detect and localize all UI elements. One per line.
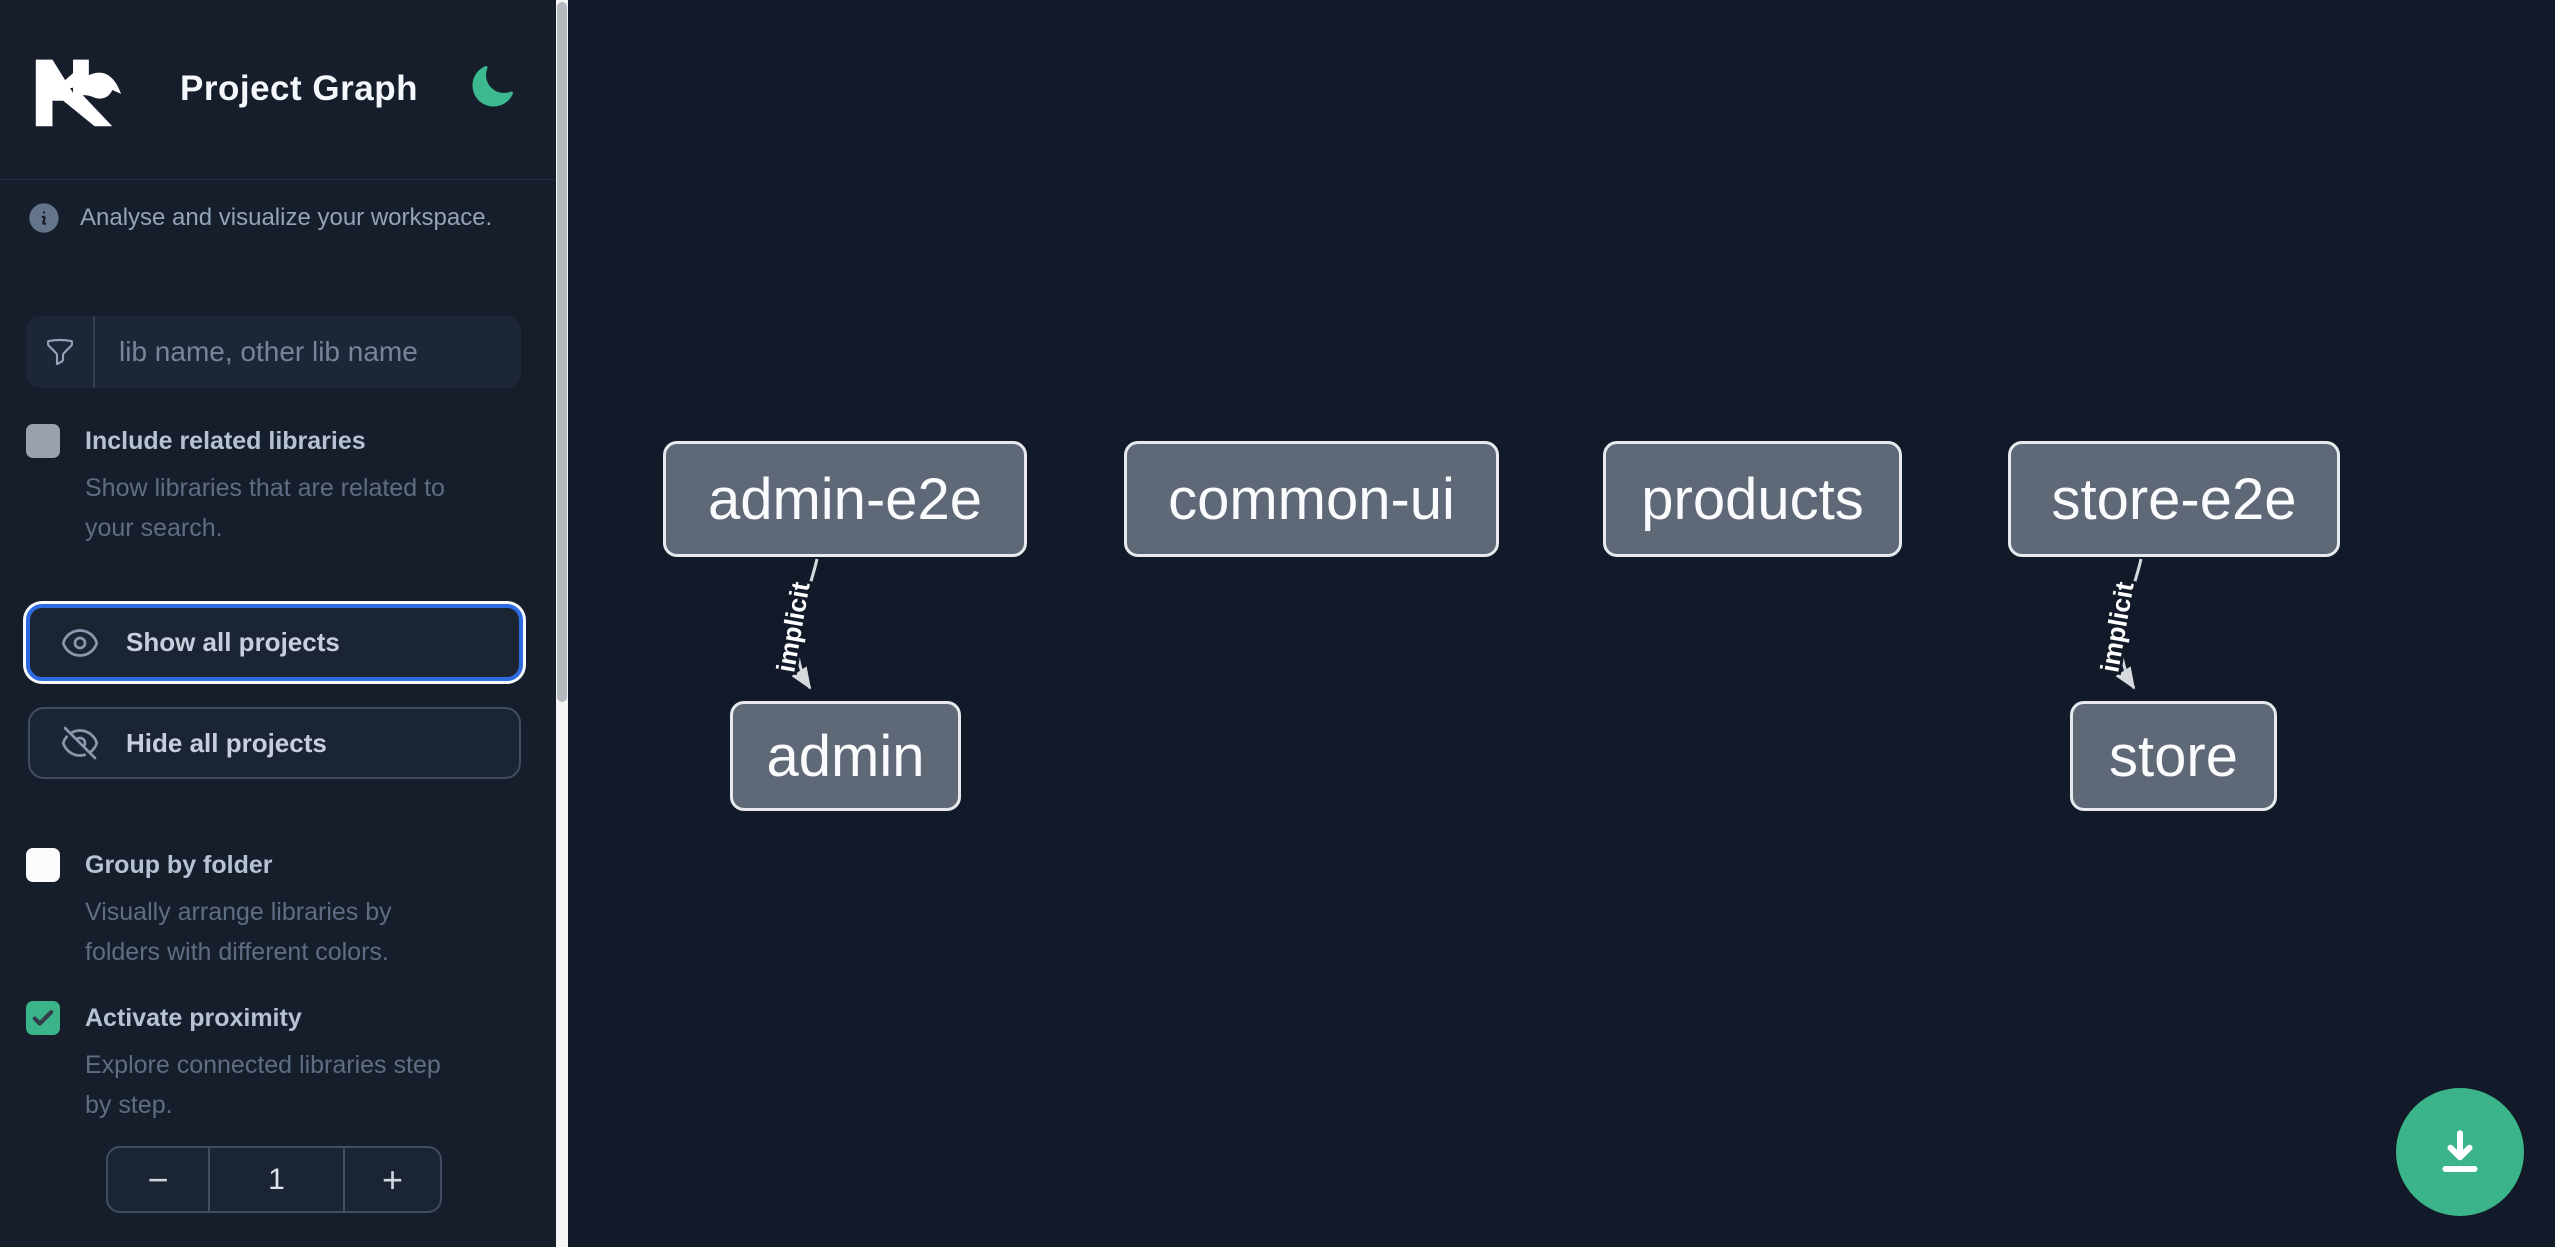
sidebar: Project Graph Analyse and visualize your…	[0, 0, 556, 1247]
desc-line: Show libraries that are related to	[85, 474, 445, 502]
stepper-value[interactable]: 1	[208, 1148, 345, 1211]
stepper-decrement-button[interactable]: −	[108, 1148, 208, 1211]
search-input[interactable]	[95, 316, 521, 388]
node-store-e2e[interactable]: store-e2e	[2008, 441, 2340, 557]
node-admin[interactable]: admin	[730, 701, 961, 811]
eye-slash-icon	[61, 726, 99, 760]
checkmark-icon	[32, 1010, 54, 1026]
node-common-ui[interactable]: common-ui	[1124, 441, 1499, 557]
activate-proximity-row: Activate proximity Explore connected lib…	[26, 1001, 506, 1125]
funnel-cell	[26, 316, 95, 388]
eye-icon	[61, 628, 99, 657]
filter-icon	[46, 338, 73, 366]
group-by-folder-desc: Visually arrange libraries by folders wi…	[85, 892, 506, 972]
nx-logo	[35, 59, 122, 127]
proximity-stepper: − 1 +	[106, 1146, 442, 1213]
theme-toggle-button[interactable]	[466, 62, 518, 114]
group-by-folder-row: Group by folder Visually arrange librari…	[26, 848, 506, 972]
page-title: Project Graph	[180, 69, 418, 108]
sidebar-header: Project Graph	[0, 0, 556, 180]
desc-line: by step.	[85, 1091, 173, 1119]
download-image-button[interactable]	[2396, 1088, 2524, 1216]
node-store[interactable]: store	[2070, 701, 2277, 811]
show-all-projects-button[interactable]: Show all projects	[26, 604, 523, 681]
group-by-folder-label[interactable]: Group by folder	[85, 850, 273, 879]
filter-search-box	[26, 316, 521, 388]
sidebar-scrollbar-track[interactable]	[556, 0, 568, 1247]
activate-proximity-desc: Explore connected libraries step by step…	[85, 1045, 506, 1125]
show-all-projects-label: Show all projects	[126, 627, 340, 657]
include-related-checkbox[interactable]	[26, 424, 60, 458]
include-related-label[interactable]: Include related libraries	[85, 426, 366, 455]
info-text: Analyse and visualize your workspace.	[80, 204, 493, 231]
include-related-row: Include related libraries Show libraries…	[26, 424, 506, 548]
group-by-folder-checkbox[interactable]	[26, 848, 60, 882]
info-icon	[29, 203, 59, 233]
moon-icon	[472, 65, 514, 106]
edge-store-e2e-store[interactable]: implicit	[2091, 558, 2143, 690]
stepper-increment-button[interactable]: +	[345, 1148, 440, 1211]
desc-line: Explore connected libraries step	[85, 1051, 441, 1079]
node-products[interactable]: products	[1603, 441, 1902, 557]
activate-proximity-label[interactable]: Activate proximity	[85, 1003, 302, 1032]
node-admin-e2e[interactable]: admin-e2e	[663, 441, 1027, 557]
hide-all-projects-button[interactable]: Hide all projects	[28, 707, 521, 779]
desc-line: your search.	[85, 514, 223, 542]
graph-canvas[interactable]: implicit implicit admin-e2e common-ui pr…	[568, 0, 2555, 1247]
desc-line: Visually arrange libraries by	[85, 898, 392, 926]
info-banner: Analyse and visualize your workspace.	[26, 200, 526, 236]
sidebar-scrollbar-thumb[interactable]	[557, 2, 567, 702]
edge-admin-e2e-admin[interactable]: implicit	[767, 558, 819, 690]
include-related-desc: Show libraries that are related to your …	[85, 468, 506, 548]
download-icon	[2442, 1130, 2478, 1172]
edge-label[interactable]: implicit	[767, 576, 818, 677]
desc-line: folders with different colors.	[85, 938, 389, 966]
edge-label[interactable]: implicit	[2091, 576, 2142, 677]
hide-all-projects-label: Hide all projects	[126, 727, 327, 758]
activate-proximity-checkbox[interactable]	[26, 1001, 60, 1035]
graph-edges: implicit implicit	[767, 558, 2143, 690]
